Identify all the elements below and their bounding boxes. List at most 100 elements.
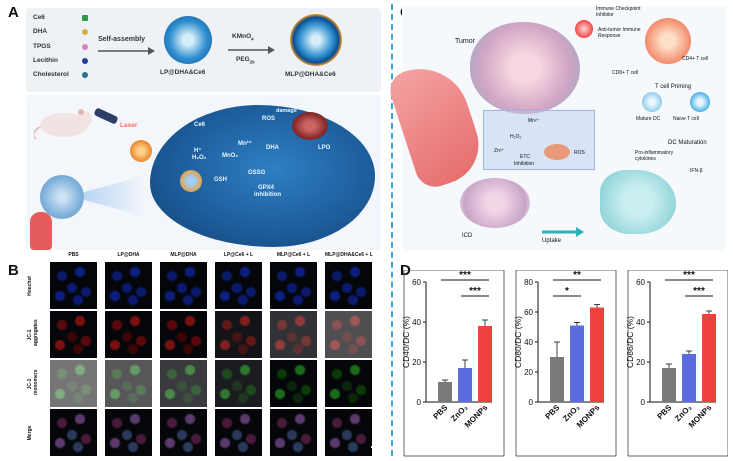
micrograph-row-label: JC-1 aggregates (27, 318, 39, 346)
legend-marker-lecithin (82, 58, 88, 64)
proton-label: H⁺ (194, 148, 202, 154)
y-tick-label: 80 (524, 278, 533, 287)
micrograph-cell (50, 409, 97, 456)
micrograph-cell (325, 409, 372, 456)
y-axis-title: CD40/DC (%) (401, 316, 411, 368)
bar (570, 325, 584, 402)
legend-label-lecithin: Lecithin (33, 57, 58, 64)
significance-label: * (565, 286, 569, 297)
etc-label: ETC (520, 154, 530, 160)
micrograph-cell (160, 409, 207, 456)
lp-nanoparticle (164, 16, 212, 64)
x-tick-label: MONPs (575, 403, 602, 430)
y-tick-label: 0 (529, 398, 534, 407)
micrograph-row-label: Merge (27, 425, 33, 440)
peg-subscript: 2k (249, 59, 255, 65)
micrograph-row-label: Hoechst (27, 275, 33, 296)
chart-frame (515, 270, 617, 457)
micrograph-cell (105, 409, 152, 456)
kmno4-text: KMnO (232, 33, 252, 40)
uptake-arrow (542, 227, 584, 237)
y-tick-label: 0 (641, 398, 646, 407)
micrograph-cell (160, 262, 207, 309)
bar (662, 368, 676, 402)
mlp-nanoparticle-label: MLP@DHA&Ce6 (285, 71, 336, 78)
peg-label: PEG2k (236, 56, 255, 64)
micrograph-cell (215, 311, 262, 358)
ce6-label: Ce6 (194, 122, 206, 128)
legend-label-tpgs: TPGS (33, 43, 51, 50)
micrograph-cell (160, 360, 207, 407)
micrograph-column-label: MLP@DHA&Ce6 + L (325, 252, 373, 258)
checkpoint-inhibitor-label: Immune Checkpoint Inhibitor (596, 6, 641, 18)
mature-dc-label: Mature DC (636, 116, 661, 122)
micrograph-cell (325, 311, 372, 358)
legend-marker-ce6 (82, 15, 88, 21)
mn-ion-label: Mn²⁺ (528, 118, 540, 124)
h2o2-label-c: H₂O₂ (510, 134, 522, 140)
ros-label: ROS (262, 116, 276, 122)
x-tick-label: MONPs (463, 403, 490, 430)
significance-label: ** (573, 270, 581, 281)
x-tick-label: PBS (431, 403, 449, 421)
micrograph-cell (215, 360, 262, 407)
micrograph-cell (50, 311, 97, 358)
mitochondria-label: Mitochondria (266, 101, 301, 107)
dendritic-cell (600, 170, 676, 234)
self-assembly-label: Self-assembly (98, 36, 146, 43)
x-tick-label: MONPs (687, 403, 714, 430)
y-axis-title: CD86/DC (%) (625, 316, 635, 368)
naive-t-cell (690, 92, 710, 112)
intracellular-inset (483, 110, 595, 170)
micrograph-cell (270, 262, 317, 309)
micrograph-cell (50, 360, 97, 407)
micrograph-cell (270, 360, 317, 407)
micrograph-column-label: MLP@DHA (170, 252, 197, 258)
tumor-label: Tumor (455, 38, 475, 45)
t-cell-priming-label: T cell Priming (655, 84, 692, 90)
micrograph-cell (270, 409, 317, 456)
cytokines-label: Pro-inflammatory cytokines (635, 150, 674, 162)
significance-label: *** (469, 286, 481, 297)
h2o2-label: H₂O₂ (192, 155, 207, 161)
anti-tumor-response-label: Anti-tumor Immune Response (598, 27, 641, 39)
y-tick-label: 40 (524, 338, 533, 347)
micrograph-column-label: LP@DHA (117, 252, 140, 258)
micrograph-cell (50, 262, 97, 309)
vessel-illustration (30, 212, 52, 250)
gsh-label: GSH (214, 177, 228, 183)
bar (702, 314, 716, 402)
gpx4-inhibition-label: inhibition (254, 192, 281, 198)
micrograph-column-label: MLP@Ce6 + L (276, 252, 311, 258)
micrograph-cell (105, 262, 152, 309)
y-tick-label: 20 (524, 368, 533, 377)
legend-label-dha: DHA (33, 28, 48, 35)
bar (590, 307, 604, 402)
mouse-illustration (34, 109, 92, 140)
micrograph-row-label: JC-1 monomers (27, 368, 39, 395)
peg-text: PEG (236, 56, 250, 63)
cell-nanoparticle (180, 170, 202, 192)
gssg-label: GSSG (248, 170, 266, 176)
zn-ion-label: Zn²⁺ (494, 148, 505, 154)
significance-label: *** (693, 286, 705, 297)
chart-frame (403, 270, 505, 457)
micrograph-cell (215, 262, 262, 309)
mitochondrion-c (544, 144, 570, 160)
y-tick-label: 60 (636, 278, 645, 287)
self-assembly-arrow (98, 47, 155, 55)
significance-label: *** (683, 270, 695, 281)
micrograph-cell (105, 311, 152, 358)
y-tick-label: 40 (412, 318, 421, 327)
mitochondria-damage-label: damage (276, 108, 297, 114)
y-tick-label: 40 (636, 318, 645, 327)
micrograph-cell (215, 409, 262, 456)
kmno4-label: KMnO4 (232, 33, 254, 41)
icd-label: ICD (462, 233, 473, 239)
naive-t-cell-label: Naive T cell (673, 116, 699, 122)
panel-divider (391, 4, 393, 456)
x-tick-label: PBS (543, 403, 561, 421)
bar (438, 382, 452, 402)
y-axis-title: CD80/DC (%) (513, 316, 523, 368)
